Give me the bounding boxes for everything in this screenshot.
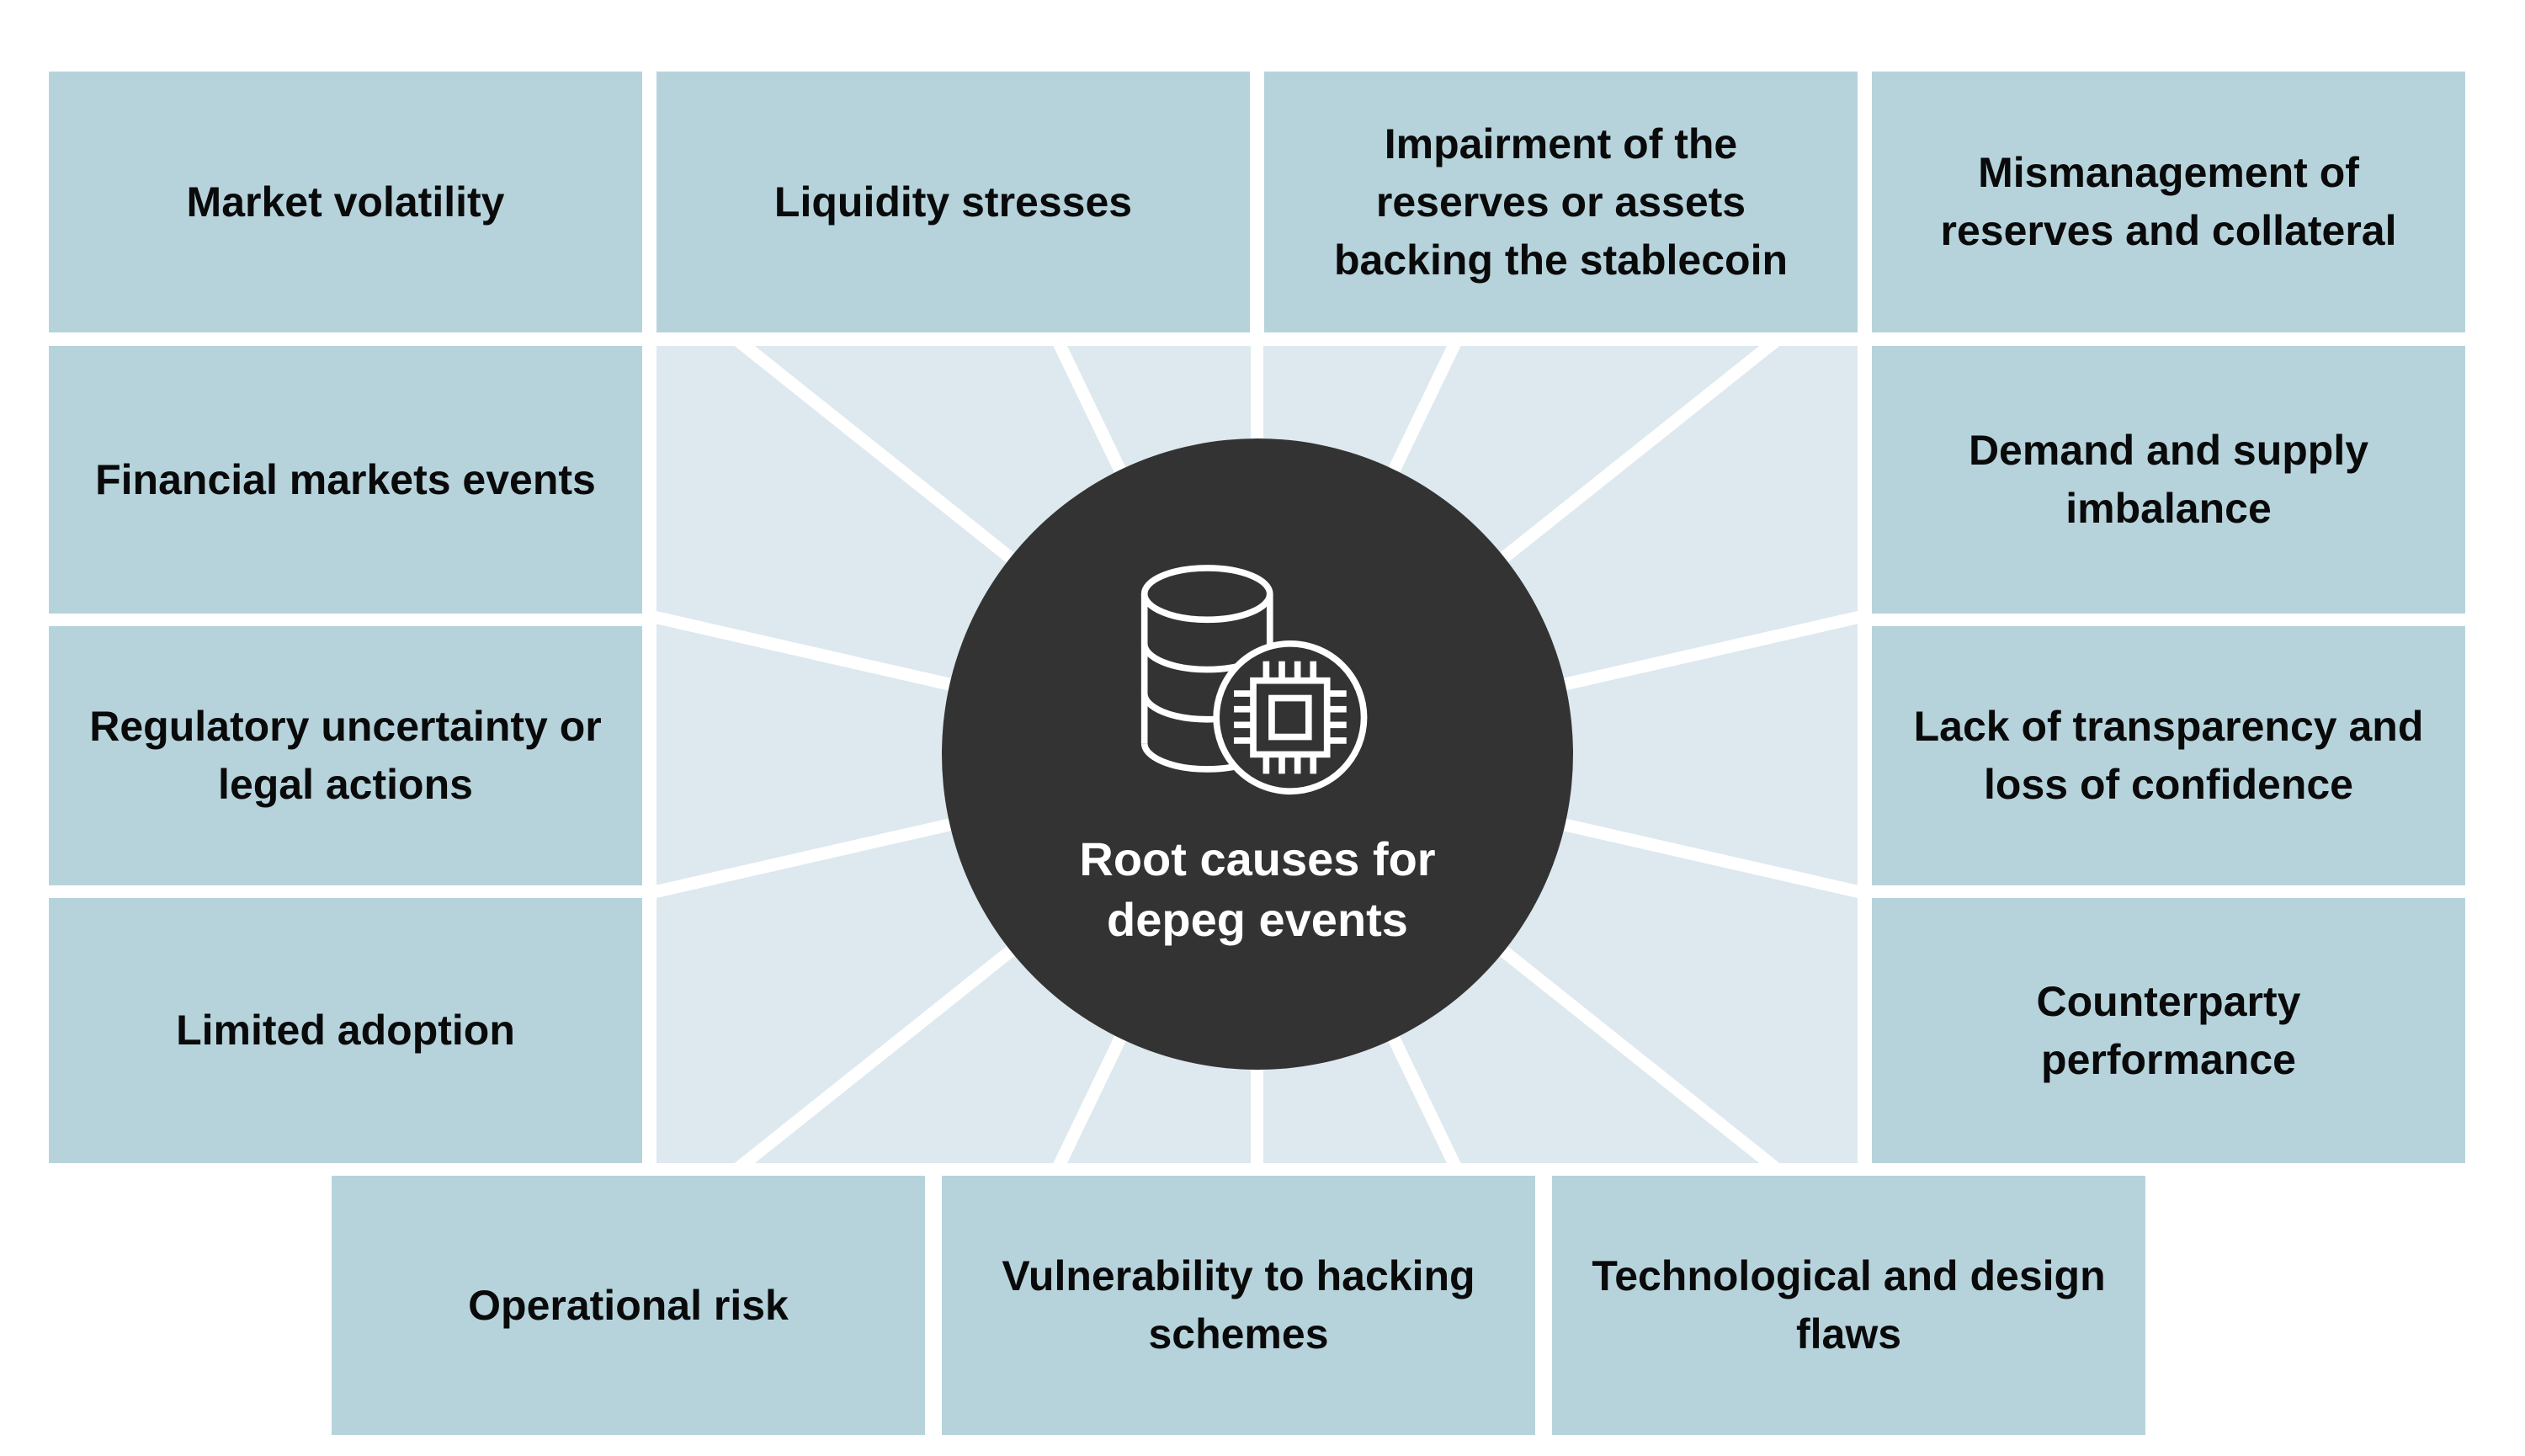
cause-box-lack-of-transparency: Lack of transparency and loss of confide…	[1872, 626, 2465, 885]
cause-box-liquidity-stresses: Liquidity stresses	[656, 72, 1250, 332]
cause-box-market-volatility: Market volatility	[49, 72, 642, 332]
cause-box-operational-risk: Operational risk	[332, 1176, 925, 1435]
cause-box-counterparty-performance: Counterparty performance	[1872, 898, 2465, 1163]
cause-box-mismanagement-reserves: Mismanagement of reserves and collateral	[1872, 72, 2465, 332]
cause-box-technological-flaws: Technological and design flaws	[1552, 1176, 2145, 1435]
cause-box-impairment-of-reserves: Impairment of the reserves or assets bac…	[1264, 72, 1858, 332]
cause-box-limited-adoption: Limited adoption	[49, 898, 642, 1163]
cause-box-regulatory-uncertainty: Regulatory uncertainty or legal actions	[49, 626, 642, 885]
center-title: Root causes for depeg events	[1079, 832, 1436, 946]
database-chip-icon	[1140, 565, 1367, 795]
cause-box-financial-markets-events: Financial markets events	[49, 346, 642, 614]
cause-box-demand-supply-imbalance: Demand and supply imbalance	[1872, 346, 2465, 614]
cause-box-vulnerability-hacking: Vulnerability to hacking schemes	[942, 1176, 1535, 1435]
chip-circle	[1212, 640, 1367, 795]
center-circle: Root causes for depeg events	[942, 438, 1573, 1070]
